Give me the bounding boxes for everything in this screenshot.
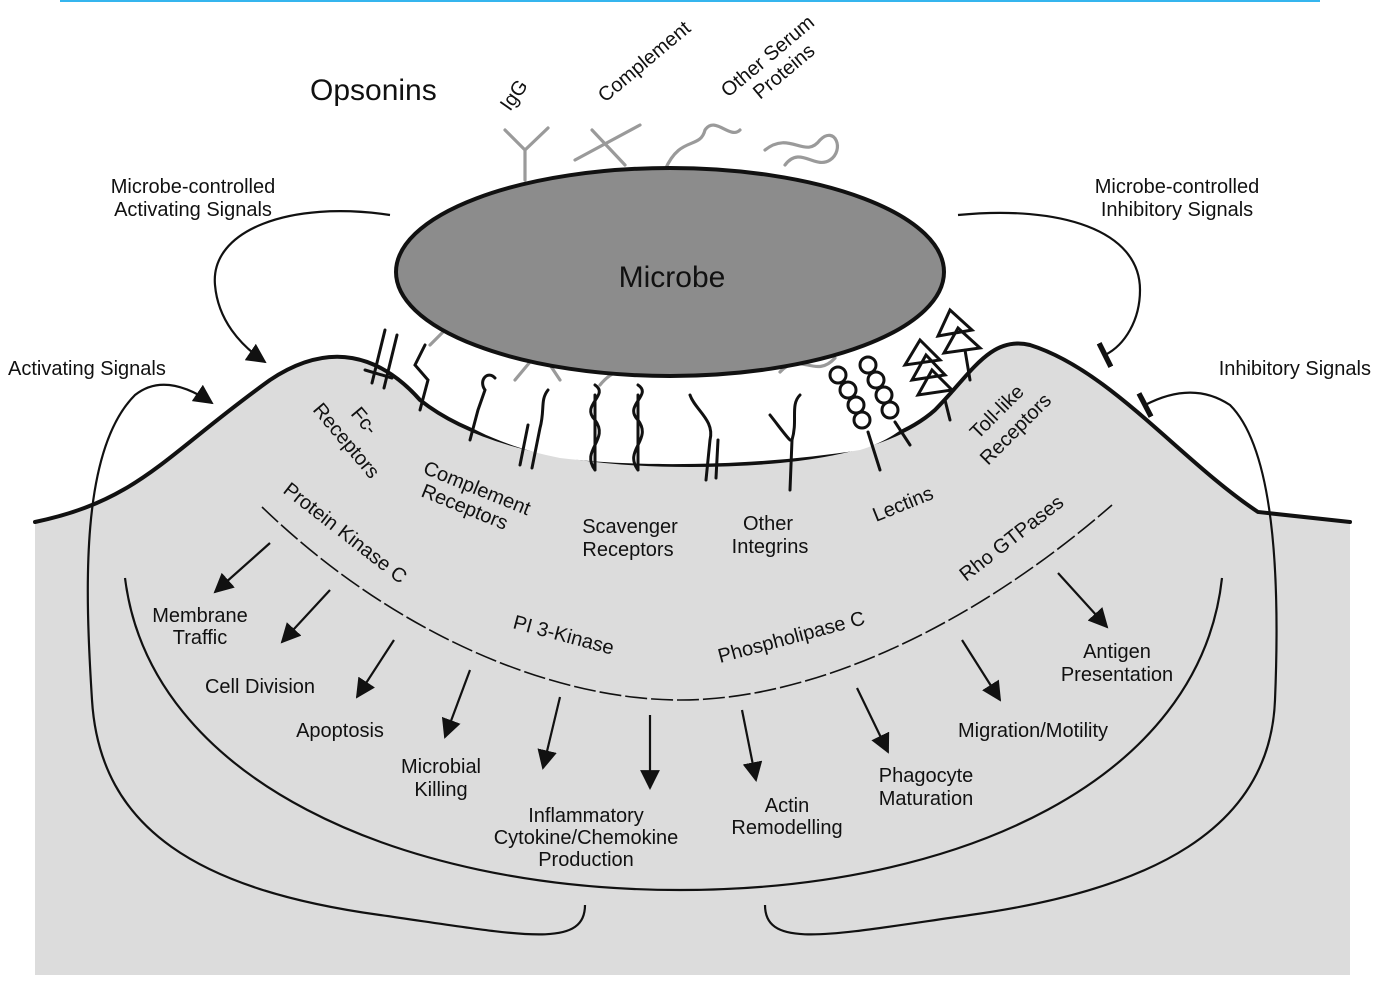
opsonins-title: Opsonins [310,74,437,107]
cell-membrane [33,341,1352,524]
microbe-inhibitory-label-2: Inhibitory Signals [1101,199,1253,221]
antigen-presentation-label-1: Antigen [1083,641,1151,663]
microbe-ellipse [394,166,946,378]
cytokine-label-3: Production [538,849,634,871]
microbial-killing-label-2: Killing [414,779,467,801]
microbe-inhibitory-label-1: Microbe-controlled [1095,176,1260,198]
actin-label-1: Actin [765,795,809,817]
actin-label-2: Remodelling [731,817,842,839]
signal-boundary-curve [123,577,1224,892]
microbe-activating-arrow [213,210,391,364]
membrane-traffic-label-1: Membrane [152,605,248,627]
integrins-label-2: Integrins [732,536,809,558]
migration-label: Migration/Motility [958,720,1108,742]
phagocyte-cell [35,343,1350,975]
opsonin-igg-label: IgG [496,76,533,115]
microbe-label: Microbe [619,261,726,294]
phagocyte-maturation-label-2: Maturation [879,788,974,810]
inhibitory-signals-arrow [763,391,1278,936]
microbe-activating-label-1: Microbe-controlled [111,176,276,198]
apoptosis-label: Apoptosis [296,720,384,742]
scavenger-receptors-label-2: Receptors [582,539,673,561]
microbe-inhibitory-arrow [957,211,1142,368]
microbe-activating-label-2: Activating Signals [114,199,272,221]
cytokine-label-2: Cytokine/Chemokine [494,827,679,849]
scavenger-receptors-label-1: Scavenger [582,516,678,538]
cell-division-label: Cell Division [205,676,315,698]
membrane-traffic-label-2: Traffic [173,627,227,649]
cytokine-label-1: Inflammatory [528,805,644,827]
activating-signals-label: Activating Signals [8,358,166,380]
microbial-killing-label-1: Microbial [401,756,481,778]
phagocyte-maturation-label-1: Phagocyte [879,765,974,787]
receptor-glyphs [363,307,984,492]
antigen-presentation-label-2: Presentation [1061,664,1173,686]
opsonin-complement-label: Complement [594,17,695,107]
integrins-label-1: Other [743,513,793,535]
outcome-arrows [213,542,1109,790]
inhibitory-signals-label: Inhibitory Signals [1219,358,1371,380]
kinase-arc [261,504,1113,701]
activating-signals-arrow [86,383,587,936]
